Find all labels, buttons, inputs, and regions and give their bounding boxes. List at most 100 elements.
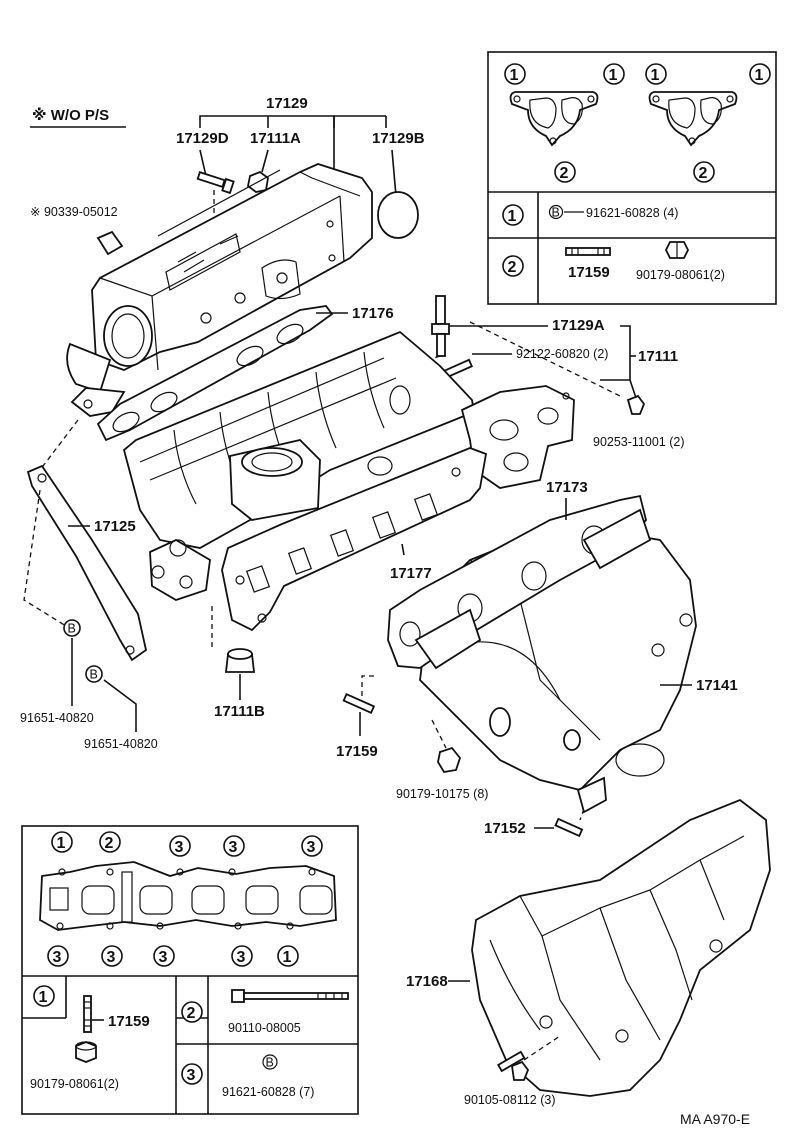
bolt-17129d [196,171,235,195]
callout-17141: 17141 [696,677,738,694]
plug-17111b [224,648,256,673]
callout-17111b: 17111B [214,703,265,720]
stud-17152 [554,817,584,838]
intake-gasket-left [509,91,599,147]
callout-90339: ※ 90339-05012 [30,205,118,219]
marker-1-cell: 1 [33,985,55,1007]
bolt-90105 [497,1050,530,1081]
svg-text:1: 1 [755,67,764,84]
bottom-gasket-frame [21,825,359,1115]
svg-text:B: B [266,1056,274,1070]
intake-manifold-17111 [122,330,575,601]
callout-17129d: 17129D [176,130,229,147]
marker-3-cell: 3 [181,1063,203,1085]
svg-text:1: 1 [510,67,519,84]
marker-1-bottom-b: 1 [277,945,299,967]
callout-17129a: 17129A [552,317,605,334]
marker-1-top-c: 1 [645,63,667,85]
nut-90179-icon [75,1041,97,1063]
marker-2-row: 2 [502,255,524,277]
svg-text:3: 3 [107,949,116,966]
svg-text:2: 2 [105,835,114,852]
svg-text:3: 3 [307,839,316,856]
svg-text:3: 3 [175,839,184,856]
top-gasket-frame [487,51,777,305]
top-gasket-box: 1 1 1 1 2 2 1 B 91621-60828 (4) 2 17159 … [487,51,777,305]
marker-3-bottom-f: 3 [153,945,175,967]
exhaust-gasket-drawing [39,861,337,931]
nut-90179-10175 [437,746,462,773]
row1-bolt-label: 91621-60828 (4) [586,206,678,220]
svg-text:2: 2 [560,165,569,182]
callout-17173: 17173 [546,479,588,496]
svg-text:3: 3 [237,949,246,966]
nut-icon [664,241,690,259]
callout-17177: 17177 [390,565,432,582]
row2-nut-label: 90179-08061(2) [636,268,725,282]
gasket-17176 [96,305,334,442]
marker-1-row: 1 [502,204,524,226]
cell1-nut-label: 90179-08061(2) [30,1077,119,1091]
svg-text:1: 1 [651,67,660,84]
marker-1-top-d: 1 [749,63,771,85]
callout-17176: 17176 [352,305,394,322]
callout-17125: 17125 [94,518,136,535]
figure-code: MA A970-E [680,1111,750,1127]
callout-17129b: 17129B [372,130,425,147]
callout-90253: 90253-11001 (2) [593,435,685,449]
svg-text:B: B [90,668,98,682]
cell2-bolt-label: 90110-08005 [228,1021,301,1035]
marker-3-bottom-c: 3 [301,835,323,857]
callout-92122: 92122-60820 (2) [516,347,608,361]
marker-2-top-a: 2 [554,161,576,183]
marker-2-cell: 2 [181,1001,203,1023]
plug-part [96,230,124,256]
callout-17111: 17111 [638,348,678,365]
svg-text:1: 1 [57,835,66,852]
marker-2-bottom-a: 2 [99,831,121,853]
bolt-91651-b: B [85,665,103,683]
bolt-90253 [626,394,646,415]
svg-text:3: 3 [187,1067,196,1084]
svg-text:2: 2 [699,165,708,182]
intake-plenum-17129 [66,163,373,417]
callout-17152: 17152 [484,820,526,837]
intake-gasket-right [648,91,738,147]
marker-1-top-a: 1 [504,63,526,85]
svg-text:2: 2 [508,259,517,276]
stud-icon [565,247,611,256]
stud-17129a [431,295,450,357]
cell3-bolt-label: 91621-60828 (7) [222,1085,314,1099]
heat-insulator-17168 [471,798,771,1097]
svg-text:2: 2 [187,1005,196,1022]
marker-1-top-b: 1 [603,63,625,85]
callout-17168: 17168 [406,973,448,990]
marker-3-bottom-g: 3 [231,945,253,967]
exhaust-gasket-17173 [387,494,652,670]
callout-17159: 17159 [336,743,378,760]
cap-17129b [377,191,419,239]
svg-text:1: 1 [283,949,292,966]
svg-text:1: 1 [508,208,517,225]
callout-90179-10175: 90179-10175 (8) [396,787,488,801]
callout-17111a: 17111A [250,130,301,147]
callout-91651-b: 91651-40820 [84,737,158,751]
cell1-stud-label: 17159 [108,1013,150,1030]
callout-90105: 90105-08112 (3) [464,1093,556,1107]
svg-text:1: 1 [39,989,48,1006]
stud-17159-icon [83,995,92,1033]
marker-2-top-b: 2 [693,161,715,183]
row2-stud-label: 17159 [568,264,610,281]
svg-text:3: 3 [229,839,238,856]
bolt-91651-a: B [63,619,81,637]
svg-text:B: B [68,622,76,636]
svg-text:3: 3 [159,949,168,966]
gasket-17177 [221,447,488,632]
callout-91651-a: 91651-40820 [20,711,94,725]
bracket-17125 [26,464,148,662]
bottom-gasket-box: 1 2 3 3 3 3 3 3 3 1 1 17159 90179-08061(… [21,825,359,1115]
marker-1-bottom-a: 1 [51,831,73,853]
bolt-90110-icon [231,989,349,1003]
marker-3-bottom-a: 3 [169,835,191,857]
